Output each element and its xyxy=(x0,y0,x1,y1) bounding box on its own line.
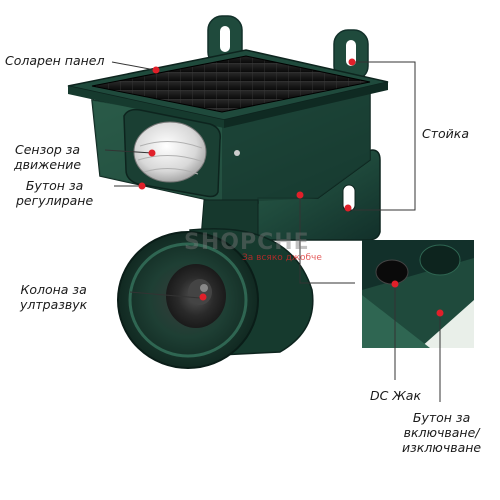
label-dc-jack: DC Жак xyxy=(370,388,422,403)
label-solar-panel: Соларен панел xyxy=(5,53,105,68)
watermark-tagline: За всяко джобче xyxy=(242,253,322,263)
label-adjust-button: Бутон за регулиране xyxy=(16,178,94,208)
marker-body xyxy=(296,191,304,199)
marker-adjust xyxy=(138,182,146,190)
speaker-icon xyxy=(117,228,314,369)
marker-sensor xyxy=(148,149,156,157)
marker-solar xyxy=(152,66,160,74)
label-stand: Стойка xyxy=(422,126,469,141)
marker-stand-bottom xyxy=(344,204,352,212)
marker-dc-jack xyxy=(391,280,399,288)
watermark-brand: SHOPCHE xyxy=(184,230,310,255)
leader-lines xyxy=(104,61,441,402)
marker-power xyxy=(436,309,444,317)
mount-bracket-icon xyxy=(207,15,369,81)
marker-stand-top xyxy=(348,58,356,66)
label-power-button: Бутон за включване/ изключване xyxy=(402,410,482,455)
sensor-lens-icon xyxy=(123,108,240,198)
label-ultrasound: Колона за ултразвук xyxy=(20,282,88,312)
inset-detail xyxy=(362,240,474,348)
label-motion-sensor: Сензор за движение xyxy=(14,142,82,172)
markers xyxy=(138,58,444,317)
marker-speaker xyxy=(199,293,207,301)
solar-panel-icon xyxy=(67,49,389,128)
